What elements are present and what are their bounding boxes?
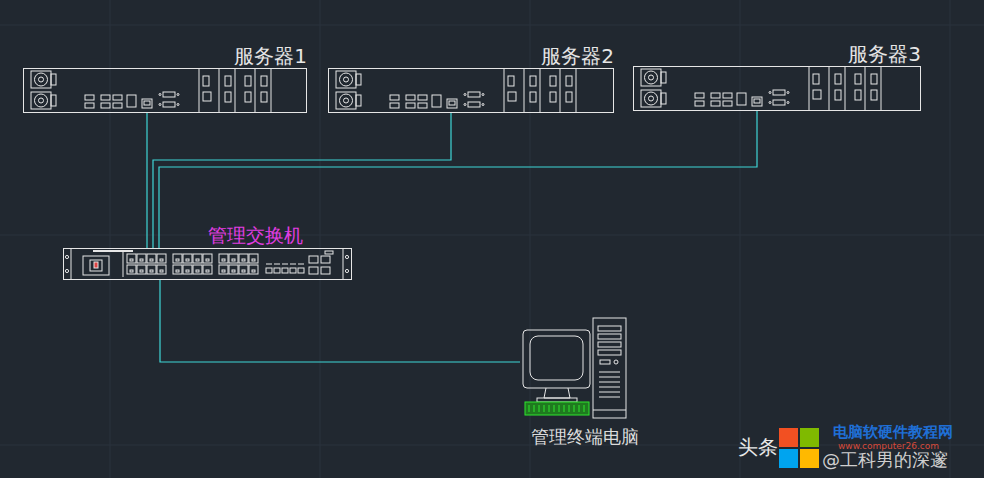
windows-logo	[779, 428, 819, 468]
network-cable	[160, 280, 520, 362]
server-unit: 服务器1	[23, 68, 307, 113]
pc-label: 管理终端电脑	[531, 426, 639, 447]
label-holder: 电脑软硬件教程网	[833, 424, 953, 441]
text-holder: 服务器1	[234, 45, 307, 67]
text-holder: 管理交换机	[208, 224, 303, 246]
network-cable	[153, 113, 451, 248]
watermark-source: 头条	[738, 435, 778, 459]
switch-unit: 管理交换机	[63, 248, 352, 280]
site-url: www.computer26.com	[838, 441, 939, 451]
server-drawing	[23, 68, 307, 113]
text-holder: 服务器3	[848, 43, 921, 65]
server-drawing	[328, 68, 614, 113]
switch-title: 管理交换机	[208, 224, 303, 246]
network-cable	[146, 113, 147, 248]
server-title: 服务器2	[541, 44, 614, 68]
server-unit: 服务器2	[328, 68, 614, 113]
switch-drawing	[63, 248, 352, 280]
label-holder: @工科男的深邃	[822, 450, 948, 470]
server-drawing	[633, 66, 921, 111]
terminal-pc: 管理终端电脑	[520, 316, 650, 452]
server-unit: 服务器3	[633, 66, 921, 111]
label-holder: www.computer26.com	[838, 442, 939, 452]
server-title: 服务器3	[848, 42, 921, 66]
network-cable	[159, 111, 757, 248]
label-holder: 头条	[738, 436, 778, 458]
watermark-author: @工科男的深邃	[822, 449, 948, 470]
site-logo-text: 电脑软硬件教程网	[833, 423, 953, 441]
server-title: 服务器1	[234, 44, 307, 68]
text-holder: 管理终端电脑	[520, 426, 650, 448]
text-holder: 服务器2	[541, 45, 614, 67]
